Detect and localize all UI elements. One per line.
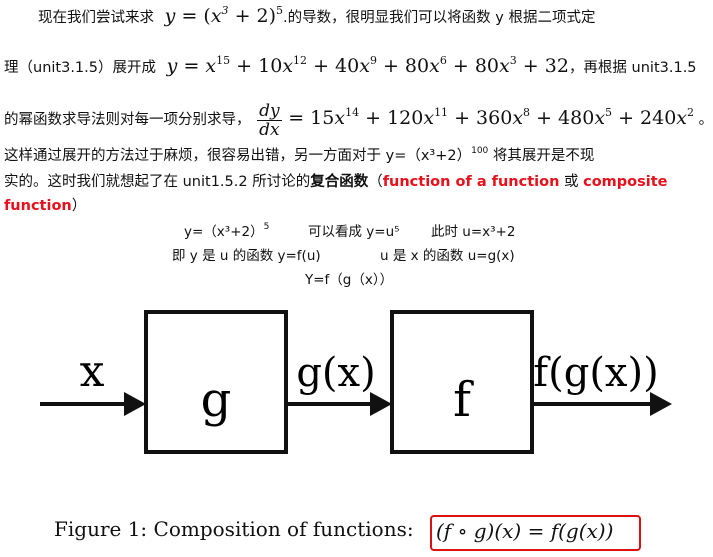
caption-highlight-box — [430, 515, 641, 551]
composition-formula: (f ∘ g)(x) = f(g(x)) — [436, 519, 614, 543]
box-g-label: g — [201, 372, 232, 428]
bold-term: 复合函数 — [310, 174, 369, 190]
para-line-2: 理（unit3.1.5）展开成 y = x15 + 10x12 + 40x9 +… — [4, 54, 697, 78]
text-segment: ） — [71, 198, 87, 214]
middle-arrowhead — [370, 392, 392, 416]
formula-y-equals: y = (x3 + 2)5 — [158, 4, 284, 27]
text-segment: 或 — [559, 174, 584, 190]
text-segment: 将其展开是不现 — [488, 148, 595, 164]
text-segment: （ — [368, 174, 383, 190]
center-line-2a: 即 y 是 u 的函数 y=f(u) — [172, 248, 321, 264]
caption-formula: (f ∘ g)(x) = f(g(x)) — [436, 519, 613, 543]
para-line-4: 这样通过展开的方法过于麻烦，很容易出错，另一方面对于 y=（x³+2）100 将… — [4, 146, 594, 166]
formula-expansion: y = x15 + 10x12 + 40x9 + 80x6 + 80x3 + 3… — [160, 54, 569, 77]
para-line-5: 实的。这时我们就想起了在 unit1.5.2 所讨论的复合函数（function… — [4, 172, 667, 192]
text-segment: 理（unit3.1.5）展开成 — [4, 60, 156, 76]
exponent: 100 — [471, 146, 489, 156]
text-segment: 实的。这时我们就想起了在 unit1.5.2 所讨论的 — [4, 174, 311, 190]
input-label: x — [80, 346, 105, 397]
output-label: f(g(x)) — [533, 350, 658, 396]
box-g — [144, 310, 288, 454]
center-line-1c: 此时 u=x³+2 — [431, 224, 516, 240]
red-term: function of a function — [382, 174, 560, 190]
composition-diagram: x g g(x) f f(g(x)) — [40, 310, 672, 454]
text-segment: 。 — [698, 112, 713, 128]
text-segment: .的导数，很明显我们可以将函数 y 根据二项式定 — [283, 10, 596, 26]
mid-label: g(x) — [296, 350, 375, 396]
center-line-2b: u 是 x 的函数 u=g(x) — [380, 248, 515, 264]
text-segment: 的幂函数求导法则对每一项分别求导， — [4, 112, 251, 128]
document-page: 现在我们尝试来求 y = (x3 + 2)5.的导数，很明显我们可以将函数 y … — [4, 4, 713, 551]
red-term: function — [4, 198, 72, 214]
output-arrowhead — [650, 392, 672, 416]
center-line-3: Y=f（g（x）） — [305, 272, 394, 288]
text-segment: 现在我们尝试来求 — [38, 10, 154, 26]
box-f-label: f — [453, 372, 474, 428]
para-line-1: 现在我们尝试来求 y = (x3 + 2)5.的导数，很明显我们可以将函数 y … — [38, 4, 596, 28]
text-segment: 这样通过展开的方法过于麻烦，很容易出错，另一方面对于 y=（x³+2） — [4, 148, 472, 164]
para-line-6: function） — [4, 196, 86, 216]
input-arrowhead — [124, 392, 146, 416]
center-line-1a: y=（x³+2）5 — [184, 220, 270, 241]
figure-caption: Figure 1: Composition of functions: — [54, 517, 414, 541]
formula-derivative: = 15x14 + 120x11 + 360x8 + 480x5 + 240x2 — [288, 106, 695, 129]
box-f — [390, 310, 534, 454]
red-term: composite — [583, 174, 668, 190]
exponent: 5 — [263, 222, 270, 232]
text-segment: ，再根据 unit3.1.5 — [568, 60, 697, 76]
text-segment: y=（x³+2） — [184, 224, 264, 240]
center-line-1b: 可以看成 y=u⁵ — [308, 224, 400, 240]
